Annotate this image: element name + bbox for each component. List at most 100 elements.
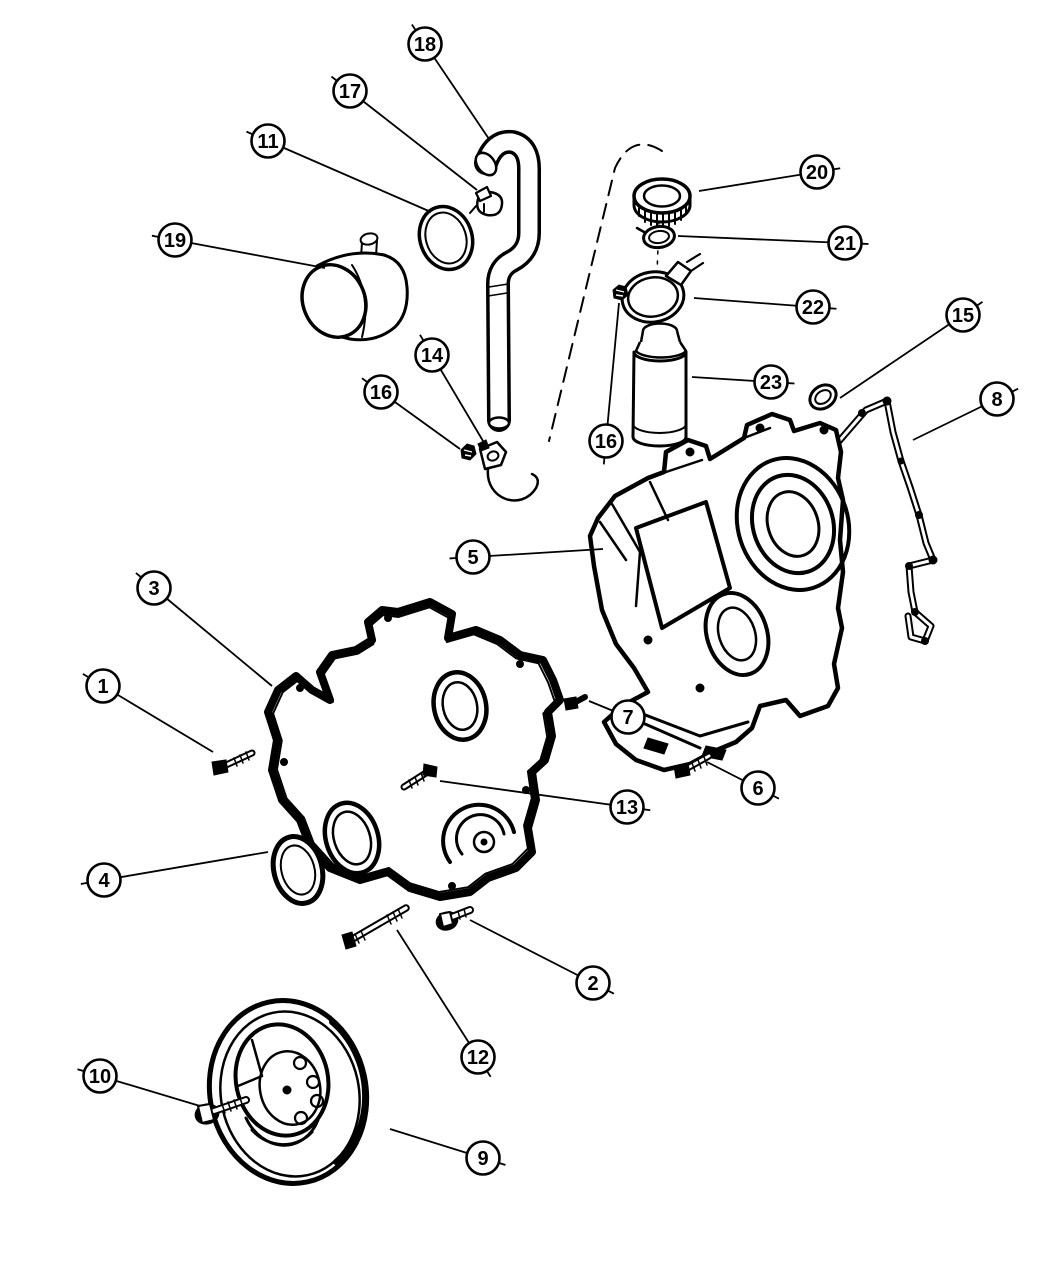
balloon-number: 17 — [339, 81, 361, 103]
callout-17[interactable]: 17 — [330, 73, 478, 191]
balloon-number: 15 — [952, 305, 974, 327]
breather-hose — [474, 129, 542, 432]
balloon-circle[interactable] — [455, 539, 491, 575]
timing-gear-housing — [587, 411, 852, 773]
callout-19[interactable]: 19 — [151, 222, 326, 269]
balloon-circle[interactable] — [799, 154, 835, 190]
bolt-13 — [400, 763, 438, 791]
timing-gear-cover — [264, 598, 564, 901]
callout-23[interactable]: 23 — [691, 364, 795, 400]
leader-line — [103, 851, 269, 881]
balloon-circle[interactable] — [945, 297, 981, 333]
callout-14[interactable]: 14 — [414, 334, 487, 447]
callout-13[interactable]: 13 — [439, 780, 651, 825]
leader-line — [267, 140, 432, 213]
balloon-circle[interactable] — [85, 668, 121, 704]
hose-grommet-clamp — [469, 185, 504, 217]
balloon-circle[interactable] — [465, 1140, 501, 1176]
balloon-circle[interactable] — [82, 1058, 118, 1094]
balloon-number: 1 — [97, 676, 108, 698]
leader-line — [605, 302, 620, 442]
balloon-number: 3 — [148, 578, 159, 600]
stud-12 — [341, 904, 410, 950]
callout-1[interactable]: 1 — [82, 668, 214, 753]
callout-4[interactable]: 4 — [80, 851, 269, 898]
balloon-circle[interactable] — [575, 965, 611, 1001]
balloon-number: 4 — [98, 870, 110, 892]
housing-gasket — [830, 396, 938, 645]
balloon-circle[interactable] — [460, 1039, 496, 1075]
balloon-number: 10 — [89, 1066, 111, 1088]
callout-7[interactable]: 7 — [588, 699, 651, 735]
balloon-number: 23 — [760, 372, 782, 394]
callout-9[interactable]: 9 — [389, 1128, 506, 1176]
callout-18[interactable]: 18 — [407, 24, 490, 140]
balloon-circle[interactable] — [86, 862, 122, 898]
callout-16[interactable]: 16 — [361, 374, 461, 450]
balloon-circle[interactable] — [407, 26, 443, 62]
balloon-circle[interactable] — [740, 770, 776, 806]
balloon-number: 21 — [834, 233, 856, 255]
leader-line — [693, 297, 814, 308]
callout-10[interactable]: 10 — [77, 1058, 201, 1107]
callout-5[interactable]: 5 — [449, 539, 604, 575]
callout-15[interactable]: 15 — [839, 297, 983, 399]
seal-ring — [417, 204, 475, 272]
balloon-number: 5 — [467, 547, 478, 569]
balloon-circle[interactable] — [588, 423, 624, 459]
leader-line — [439, 780, 628, 808]
front-seal — [270, 834, 326, 906]
nut-16-right — [612, 284, 629, 301]
callout-11[interactable]: 11 — [246, 123, 432, 213]
callout-8[interactable]: 8 — [912, 381, 1019, 441]
leader-line — [469, 919, 594, 984]
balloon-number: 13 — [616, 797, 638, 819]
bolt-6 — [673, 752, 713, 779]
nut-16-left — [460, 443, 477, 461]
balloon-circle[interactable] — [610, 699, 646, 735]
balloon-circle[interactable] — [414, 337, 450, 373]
balloon-number: 9 — [477, 1148, 488, 1170]
balloon-circle[interactable] — [795, 289, 831, 325]
callout-6[interactable]: 6 — [706, 761, 780, 806]
balloon-circle[interactable] — [157, 222, 193, 258]
leader-line — [839, 314, 964, 399]
balloon-number: 14 — [421, 345, 444, 367]
balloon-circle[interactable] — [136, 570, 172, 606]
callout-12[interactable]: 12 — [396, 929, 496, 1078]
callout-16[interactable]: 16 — [588, 302, 624, 465]
callout-2[interactable]: 2 — [469, 919, 615, 1001]
vibration-damper — [206, 998, 370, 1186]
balloon-circle[interactable] — [609, 789, 645, 825]
cap-gasket — [635, 224, 676, 250]
leader-line — [396, 929, 479, 1058]
balloon-circle[interactable] — [363, 374, 399, 410]
balloon-number: 16 — [595, 431, 617, 453]
balloon-circle[interactable] — [332, 73, 368, 109]
leader-line — [174, 239, 326, 269]
balloon-number: 11 — [257, 131, 278, 153]
balloon-circle[interactable] — [753, 364, 789, 400]
balloon-number: 2 — [587, 973, 598, 995]
balloon-circle[interactable] — [979, 381, 1015, 417]
balloon-number: 6 — [752, 778, 763, 800]
bolt-2 — [435, 906, 474, 931]
balloon-number: 8 — [991, 389, 1002, 411]
balloon-circle[interactable] — [827, 225, 863, 261]
clamp-bracket-14 — [477, 439, 540, 502]
leader-line — [677, 235, 846, 244]
hose-clamp — [620, 252, 705, 324]
bolt-7 — [563, 694, 588, 711]
leader-line — [698, 171, 818, 192]
callout-22[interactable]: 22 — [693, 289, 837, 325]
leader-line — [102, 685, 214, 753]
leader-line — [424, 43, 490, 140]
callout-21[interactable]: 21 — [677, 225, 869, 261]
leader-line — [153, 587, 273, 687]
callout-3[interactable]: 3 — [135, 570, 273, 687]
balloon-number: 18 — [414, 34, 436, 56]
callout-20[interactable]: 20 — [698, 154, 841, 192]
balloon-circle[interactable] — [250, 123, 286, 159]
